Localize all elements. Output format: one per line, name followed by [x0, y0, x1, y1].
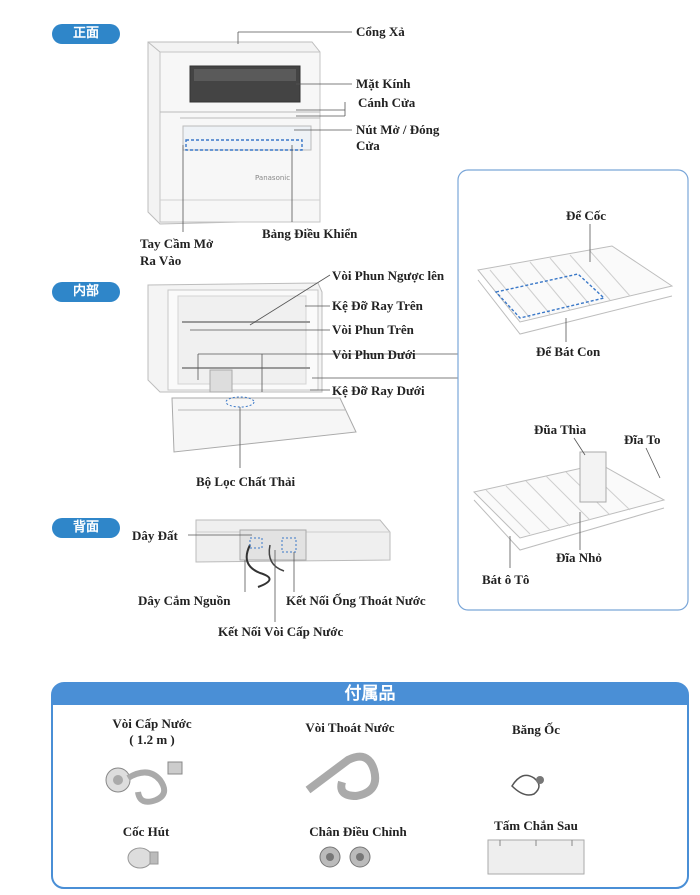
label-control-panel: Bảng Điều Khiển [262, 226, 358, 241]
label-large-bowl: Bát ô Tô [482, 572, 530, 587]
drain-hose-icon [305, 752, 380, 801]
upper-rack-illustration [477, 245, 674, 335]
label-door-button-2: Cửa [356, 138, 380, 153]
adjust-feet-icon [319, 846, 371, 868]
label-door: Cánh Cửa [358, 95, 416, 110]
label-water-supply-connection: Kết Nối Vòi Cấp Nước [218, 624, 344, 639]
control-panel-highlight [185, 139, 303, 151]
interior-dishwasher-illustration [147, 282, 357, 453]
back-plate-icon [487, 839, 585, 875]
label-large-plate: Đĩa To [624, 432, 661, 447]
label-upper-nozzle: Vòi Phun Trên [332, 322, 414, 337]
svg-text:Panasonic: Panasonic [255, 174, 290, 182]
label-lower-nozzle: Vòi Phun Dưới [332, 347, 416, 362]
accessory-tape: Băng Ốc [511, 722, 561, 737]
accessory-suction-cup: Cốc Hút [122, 824, 170, 839]
accessory-back-plate: Tấm Chắn Sau [494, 818, 578, 833]
back-dishwasher-illustration [195, 519, 391, 588]
small-bowl-highlight [494, 273, 606, 319]
accessory-water-hose-2: ( 1.2 m ) [129, 732, 175, 747]
label-upper-rail: Kệ Đỡ Ray Trên [332, 298, 423, 313]
label-small-bowl-holder: Để Bát Con [536, 344, 601, 359]
label-spoon-tray: Đũa Thìa [534, 422, 587, 437]
rack-detail-box [457, 169, 689, 611]
label-small-plate: Đĩa Nhỏ [556, 550, 602, 565]
label-exhaust-port: Cổng Xả [356, 24, 405, 39]
back-leader-lines [188, 534, 295, 622]
label-handle-1: Tay Cầm Mở [140, 236, 214, 251]
label-cup-holder: Để Cốc [566, 208, 607, 223]
front-dishwasher-illustration: Panasonic [147, 41, 321, 225]
label-filter: Bộ Lọc Chất Thải [196, 474, 296, 489]
lower-rack-illustration [473, 451, 666, 551]
interior-leader-lines [190, 274, 458, 468]
label-handle-2: Ra Vào [140, 253, 182, 268]
water-hose-icon [105, 761, 183, 805]
label-power-cord: Dây Cắm Nguồn [138, 593, 231, 608]
suction-cup-icon [127, 847, 159, 869]
label-ground-wire: Dây Đất [132, 528, 178, 543]
section-interior-pill: 内部 [52, 282, 120, 302]
accessories-title: 付属品 [344, 684, 396, 704]
accessory-header-bar [52, 683, 688, 705]
accessory-drain-hose: Vòi Thoát Nước [305, 720, 395, 735]
tape-icon [511, 774, 544, 796]
accessory-adjust-feet: Chân Điều Chỉnh [309, 824, 407, 839]
front-leader-lines [182, 31, 352, 232]
label-lower-rail: Kệ Đỡ Ray Dưới [332, 383, 425, 398]
label-drain-connection: Kết Nối Ống Thoát Nước [286, 593, 426, 608]
rack-leader-lines [509, 224, 661, 568]
section-back-pill: 背面 [52, 518, 120, 538]
accessory-water-hose-1: Vòi Cấp Nước [112, 716, 192, 731]
section-front-pill: 正面 [52, 24, 120, 44]
label-glass-window: Mặt Kính [356, 76, 411, 91]
label-door-button-1: Nút Mở / Đóng [356, 122, 440, 137]
label-reverse-nozzle: Vòi Phun Ngược lên [332, 268, 445, 283]
